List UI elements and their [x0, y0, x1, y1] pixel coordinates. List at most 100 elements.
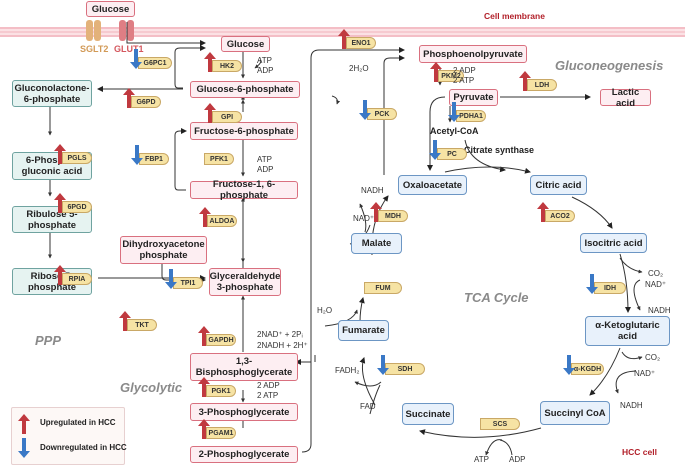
oxaloacetate-node: Oxaloacetate — [398, 175, 467, 195]
enzyme-sdh: SDH — [385, 363, 425, 375]
sdh-fadh2: FADH₂ — [335, 366, 360, 375]
enzyme-aldoa: ALDOA — [207, 215, 237, 227]
scs-atp: ATP — [474, 455, 489, 464]
pfk-atp: ATP — [257, 155, 272, 164]
g3p-node: Glyceraldehyde 3-phosphate — [209, 268, 281, 296]
enzyme-pgam1: PGAM1 — [206, 427, 236, 439]
ribulose-5-phosphate-node: Ribulose 5-phosphate — [12, 206, 92, 233]
downregulated-arrow-icon — [359, 100, 371, 120]
legend-up-label: Upregulated in HCC — [40, 418, 116, 427]
glucose-6-phosphate-node: Glucose-6-phosphate — [190, 81, 300, 98]
ppp-region-label: PPP — [35, 333, 62, 348]
akg-co2: CO₂ — [645, 353, 661, 362]
tca-cycle-region-label: TCA Cycle — [464, 290, 529, 305]
fructose-16-phosphate-node: Fructose-1, 6-phosphate — [190, 179, 298, 201]
upregulated-arrow-icon — [519, 71, 531, 91]
citrate-synthase-label: Citrate synthase — [464, 145, 535, 155]
sglt2-label: SGLT2 — [80, 44, 109, 54]
upregulated-arrow-icon — [204, 52, 216, 72]
legend-down-arrow-icon — [18, 438, 30, 458]
enzyme-pdha1: PDHA1 — [456, 110, 486, 122]
akg-nad: NAD⁺ — [634, 369, 656, 378]
enzyme-pkm2: PKM2 — [438, 70, 464, 82]
fructose-6-phosphate-node: Fructose-6-phosphate — [190, 122, 298, 140]
enzyme-tpi1: TPI1 — [173, 277, 203, 289]
upregulated-arrow-icon — [204, 103, 216, 123]
phosphoenolpyruvate-node: Phosphoenolpyruvate — [419, 45, 527, 63]
downregulated-arrow-icon — [377, 355, 389, 375]
akg-nadh: NADH — [620, 401, 643, 410]
hcc-cell-label: HCC cell — [622, 447, 657, 457]
downregulated-arrow-icon — [131, 145, 143, 165]
upregulated-arrow-icon — [54, 265, 66, 285]
bpg13-node: 1,3-Bisphosphoglycerate — [190, 353, 298, 381]
enzyme-hk2: HK2 — [212, 60, 242, 72]
pgk-in: 2 ADP — [257, 381, 280, 390]
downregulated-arrow-icon — [563, 355, 575, 375]
downregulated-arrow-icon — [429, 140, 441, 160]
succinate-node: Succinate — [402, 403, 454, 425]
upregulated-arrow-icon — [123, 88, 135, 108]
enzyme-idh: IDH — [594, 282, 626, 294]
sdh-fad: FAD — [360, 402, 376, 411]
pkm-in: 2 ADP — [453, 66, 476, 75]
lactic-acid-node: Lactic acid — [600, 87, 651, 109]
glycolytic-region-label: Glycolytic — [120, 380, 183, 395]
idh-co2: CO₂ — [648, 269, 664, 278]
enzyme-gpi: GPI — [212, 111, 242, 123]
dhap-node: Dihydroxyacetone phosphate — [120, 236, 207, 264]
acetyl-coa-label: Acetyl-CoA — [430, 126, 479, 136]
citric-acid-node: Citric acid — [530, 175, 587, 195]
pgk-out: 2 ATP — [257, 391, 279, 400]
enzyme-eno1: ENO1 — [346, 37, 376, 49]
legend-up-arrow-icon — [18, 414, 30, 434]
cell-membrane-label: Cell membrane — [484, 11, 545, 21]
enzyme-g6pc1: G6PC1 — [138, 57, 172, 69]
enzyme-ldh: LDH — [527, 79, 557, 91]
enzyme-6pgd: 6PGD — [62, 201, 92, 213]
upregulated-arrow-icon — [198, 419, 210, 439]
idh-nadh: NADH — [648, 306, 671, 315]
arrow-g6p-glucose — [174, 45, 206, 89]
upregulated-arrow-icon — [338, 29, 350, 49]
enzyme-pfk1: PFK1 — [204, 153, 234, 165]
gluconolactone-node: Gluconolactone-6-phosphate — [12, 80, 92, 107]
glut1-label: GLUT1 — [114, 44, 144, 54]
enzyme-mdh: MDH — [378, 210, 408, 222]
upregulated-arrow-icon — [199, 207, 211, 227]
enzyme-pgk1: PGK1 — [206, 385, 236, 397]
glucose-extracellular: Glucose — [86, 1, 135, 17]
hk-atp: ATP — [257, 56, 272, 65]
arrow-glut1-glucose — [126, 22, 206, 46]
enzyme-fum: FUM — [364, 282, 402, 294]
enzyme-fbp1: FBP1 — [139, 153, 169, 165]
downregulated-arrow-icon — [586, 274, 598, 294]
downregulated-arrow-icon — [130, 49, 142, 69]
upregulated-arrow-icon — [198, 377, 210, 397]
gapdh-in: 2NAD⁺ + 2Pᵢ — [257, 330, 303, 339]
downregulated-arrow-icon — [448, 102, 460, 122]
idh-nad: NAD⁺ — [645, 280, 667, 289]
upregulated-arrow-icon — [54, 193, 66, 213]
legend-down-label: Downregulated in HCC — [40, 443, 127, 452]
enzyme-α-kgdh: α-KGDH — [571, 363, 604, 375]
pkm-out: 2 ATP — [453, 76, 475, 85]
pfk-adp: ADP — [257, 165, 274, 174]
enzyme-scs: SCS — [480, 418, 520, 430]
enzyme-pck: PCK — [367, 108, 397, 120]
glut1-transporter-icon — [119, 20, 134, 41]
enzyme-gapdh: GAPDH — [206, 334, 236, 346]
eno-water: 2H₂O — [349, 64, 369, 73]
upregulated-arrow-icon — [370, 202, 382, 222]
mdh-nadh: NADH — [361, 186, 384, 195]
upregulated-arrow-icon — [119, 311, 131, 331]
gluconeogenesis-region-label: Gluconeogenesis — [555, 58, 664, 73]
legend: Upregulated in HCC Downregulated in HCC — [11, 407, 127, 465]
gapdh-out: 2NADH + 2H⁺ — [257, 341, 308, 350]
2-phosphoglycerate-node: 2-Phosphoglycerate — [190, 446, 298, 463]
pyruvate-node: Pyruvate — [449, 89, 498, 106]
scs-adp: ADP — [509, 455, 526, 464]
enzyme-pc: PC — [437, 148, 467, 160]
upregulated-arrow-icon — [198, 326, 210, 346]
